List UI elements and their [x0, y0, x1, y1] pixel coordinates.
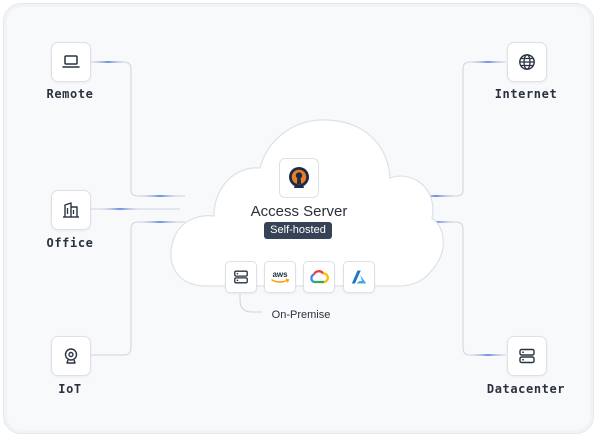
- provider-google-cloud[interactable]: [303, 261, 335, 293]
- provider-aws[interactable]: aws: [264, 261, 296, 293]
- globe-icon: [519, 54, 535, 70]
- remote-label: Remote: [46, 87, 94, 101]
- building-icon: [63, 202, 79, 218]
- aws-logo-icon: aws: [271, 270, 290, 283]
- wire-remote: [89, 61, 185, 197]
- provider-on-premise[interactable]: [225, 261, 257, 293]
- google-cloud-logo-icon: [310, 270, 329, 284]
- server-icon: [234, 270, 248, 284]
- aws-text: aws: [272, 270, 288, 279]
- cloud-shape: [170, 119, 444, 287]
- laptop-icon: [62, 55, 80, 68]
- center-title: Access Server: [250, 203, 348, 220]
- provider-azure[interactable]: [343, 261, 375, 293]
- openvpn-logo-icon: [289, 167, 309, 188]
- onprem-bracket: [239, 294, 262, 313]
- datacenter-label: Datacenter: [486, 382, 566, 396]
- iot-node[interactable]: [51, 336, 91, 376]
- wire-iot: [89, 221, 185, 356]
- webcam-icon: [64, 348, 78, 364]
- wire-datacenter: [412, 221, 506, 356]
- azure-logo-icon: [351, 270, 367, 284]
- remote-node[interactable]: [51, 42, 91, 82]
- self-hosted-badge: Self-hosted: [264, 222, 332, 239]
- wire-internet: [412, 61, 506, 197]
- internet-label: Internet: [494, 87, 558, 101]
- openvpn-logo: [279, 158, 319, 198]
- server-icon: [519, 348, 535, 364]
- office-node[interactable]: [51, 190, 91, 230]
- office-label: Office: [46, 236, 94, 250]
- datacenter-node[interactable]: [507, 336, 547, 376]
- iot-label: IoT: [58, 382, 82, 396]
- internet-node[interactable]: [507, 42, 547, 82]
- provider-caption: On-Premise: [271, 309, 331, 321]
